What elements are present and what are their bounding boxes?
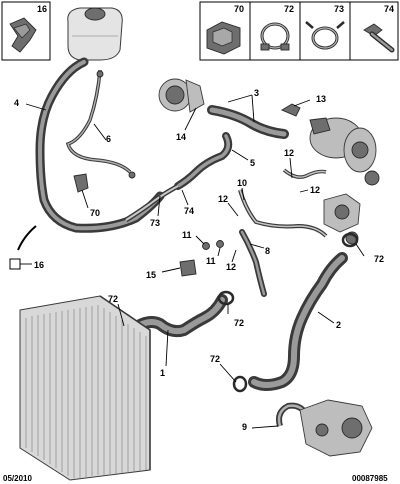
callout-labels: 4 6 3 14 13 5 12 12 10 12 8 70 73 74 11 … — [14, 88, 384, 432]
sensor-wire-16[interactable] — [17, 225, 37, 251]
thermostat-housing[interactable] — [158, 78, 205, 113]
pipe-upper-right[interactable] — [282, 168, 327, 179]
callout-5: 5 — [250, 158, 255, 168]
legend-box-72[interactable]: 72 — [249, 1, 301, 61]
fitting-11b[interactable] — [216, 240, 224, 248]
callout-10: 10 — [237, 178, 247, 188]
callout-72c: 72 — [234, 318, 244, 328]
callout-72a: 72 — [374, 254, 384, 264]
leader-lines — [20, 94, 365, 429]
callout-73: 73 — [150, 218, 160, 228]
callout-14: 14 — [176, 132, 186, 142]
legend-box-74[interactable]: 74 — [349, 1, 399, 61]
pipe-10[interactable] — [238, 189, 328, 238]
clamp-72-lower[interactable] — [232, 375, 248, 393]
hose-8[interactable] — [239, 229, 267, 297]
callout-12a: 12 — [284, 148, 294, 158]
connector-box-16[interactable] — [9, 258, 21, 270]
callout-72d: 72 — [210, 354, 220, 364]
callout-1: 1 — [160, 368, 165, 378]
hose-3[interactable] — [207, 105, 289, 139]
legend-box-73-number: 73 — [334, 4, 344, 14]
radiator[interactable] — [19, 295, 151, 481]
legend-box-74-number: 74 — [384, 4, 394, 14]
callout-11a: 11 — [182, 230, 192, 240]
expansion-tank[interactable] — [67, 7, 123, 61]
callout-15: 15 — [146, 270, 156, 280]
callout-9: 9 — [242, 422, 247, 432]
hose-2[interactable] — [248, 252, 348, 391]
callout-70: 70 — [90, 208, 100, 218]
callout-74: 74 — [184, 206, 194, 216]
grommet-15[interactable] — [179, 259, 197, 277]
callout-6: 6 — [106, 134, 111, 144]
callout-16: 16 — [34, 260, 44, 270]
legend-box-70-number: 70 — [234, 4, 244, 14]
callout-4: 4 — [14, 98, 19, 108]
footer-reference: 00087985 — [352, 474, 388, 483]
connector-clip-icon — [9, 17, 37, 53]
fitting-11a[interactable] — [202, 242, 210, 250]
footer-date: 05/2010 — [3, 474, 32, 483]
callout-3: 3 — [254, 88, 259, 98]
legend-box-72-number: 72 — [284, 4, 294, 14]
legend-box-16-number: 16 — [37, 4, 47, 14]
egr-cooler-assembly[interactable] — [299, 399, 373, 457]
hose-1[interactable] — [126, 294, 228, 338]
spring-clamp-icon — [305, 21, 345, 50]
callout-13: 13 — [316, 94, 326, 104]
legend-box-16[interactable]: 16 — [1, 1, 51, 61]
legend-box-70[interactable]: 70 — [199, 1, 251, 61]
hose-clamp-icon — [260, 22, 290, 51]
callout-2: 2 — [336, 320, 341, 330]
sensor-13[interactable] — [281, 103, 301, 117]
legend-box-73[interactable]: 73 — [299, 1, 351, 61]
callout-12c: 12 — [218, 194, 228, 204]
coolant-pipe[interactable] — [124, 183, 180, 223]
hose-4[interactable] — [35, 57, 165, 233]
callout-72b: 72 — [108, 294, 118, 304]
hose-5[interactable] — [174, 132, 233, 190]
callout-12b: 12 — [310, 185, 320, 195]
clamp-72-right[interactable] — [217, 290, 235, 306]
clip-70[interactable] — [73, 173, 89, 193]
hose-6[interactable] — [65, 69, 136, 179]
bolt-icon — [363, 23, 395, 53]
rubber-mount-icon — [206, 21, 241, 55]
callout-11b: 11 — [206, 256, 216, 266]
callout-8: 8 — [265, 246, 270, 256]
callout-12d: 12 — [226, 262, 236, 272]
clamp-72-upper-right[interactable] — [341, 232, 359, 248]
turbocharger[interactable] — [309, 117, 380, 186]
